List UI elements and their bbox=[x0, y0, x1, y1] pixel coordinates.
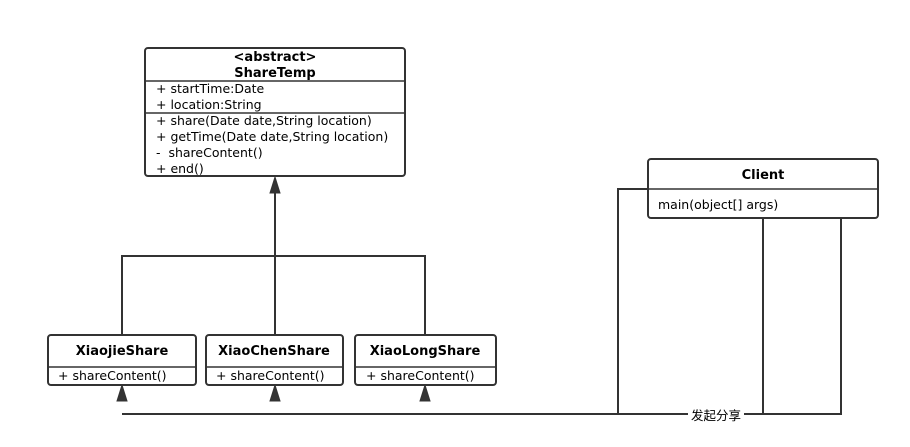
class-sharetemp[interactable]: <abstract> ShareTemp + startTime:Date + … bbox=[144, 47, 406, 177]
class-xiaolongshare-name: XiaoLongShare bbox=[370, 344, 481, 359]
class-sharetemp-box bbox=[144, 47, 406, 177]
inheritance-arrowhead bbox=[269, 175, 281, 194]
class-sharetemp-method: + getTime(Date date,String location) bbox=[156, 129, 388, 144]
association-label-bg bbox=[688, 405, 744, 423]
class-xiaolongshare-method: + shareContent() bbox=[366, 368, 475, 383]
association-arrowhead-xiaojie bbox=[116, 383, 128, 402]
class-sharetemp-stereotype: <abstract> bbox=[234, 50, 317, 65]
class-client-name: Client bbox=[742, 168, 785, 183]
class-sharetemp-name: ShareTemp bbox=[234, 66, 315, 81]
inheritance-line-xiaojie bbox=[121, 255, 275, 335]
class-sharetemp-method: + end() bbox=[156, 161, 204, 176]
client-right-line bbox=[425, 218, 842, 415]
class-xiaojieshare-name: XiaojieShare bbox=[76, 344, 169, 359]
class-xiaojieshare-box bbox=[47, 334, 197, 386]
association-arrowhead-xiaochen bbox=[269, 383, 281, 402]
class-xiaochenshare[interactable]: XiaoChenShare + shareContent() bbox=[205, 334, 344, 386]
class-xiaochenshare-name: XiaoChenShare bbox=[218, 344, 330, 359]
client-connectors: 发起分享 bbox=[116, 188, 842, 423]
class-sharetemp-method: + share(Date date,String location) bbox=[156, 113, 372, 128]
association-label: 发起分享 bbox=[691, 408, 741, 423]
class-xiaolongshare[interactable]: XiaoLongShare + shareContent() bbox=[354, 334, 497, 386]
class-client[interactable]: Client main(object[] args) bbox=[647, 158, 879, 219]
association-arrowhead-xiaolong bbox=[419, 383, 431, 402]
class-xiaolongshare-box bbox=[354, 334, 497, 386]
class-sharetemp-method: - shareContent() bbox=[156, 145, 263, 160]
class-sharetemp-attribute: + location:String bbox=[156, 97, 262, 112]
inheritance-connectors bbox=[121, 175, 426, 335]
class-xiaochenshare-box bbox=[205, 334, 344, 386]
class-xiaojieshare-method: + shareContent() bbox=[58, 368, 167, 383]
class-xiaochenshare-method: + shareContent() bbox=[216, 368, 325, 383]
inheritance-line-xiaolong bbox=[275, 255, 426, 335]
class-xiaojieshare[interactable]: XiaojieShare + shareContent() bbox=[47, 334, 197, 386]
client-mid-line bbox=[275, 218, 764, 415]
class-sharetemp-attribute: + startTime:Date bbox=[156, 81, 265, 96]
class-client-method: main(object[] args) bbox=[658, 197, 778, 212]
